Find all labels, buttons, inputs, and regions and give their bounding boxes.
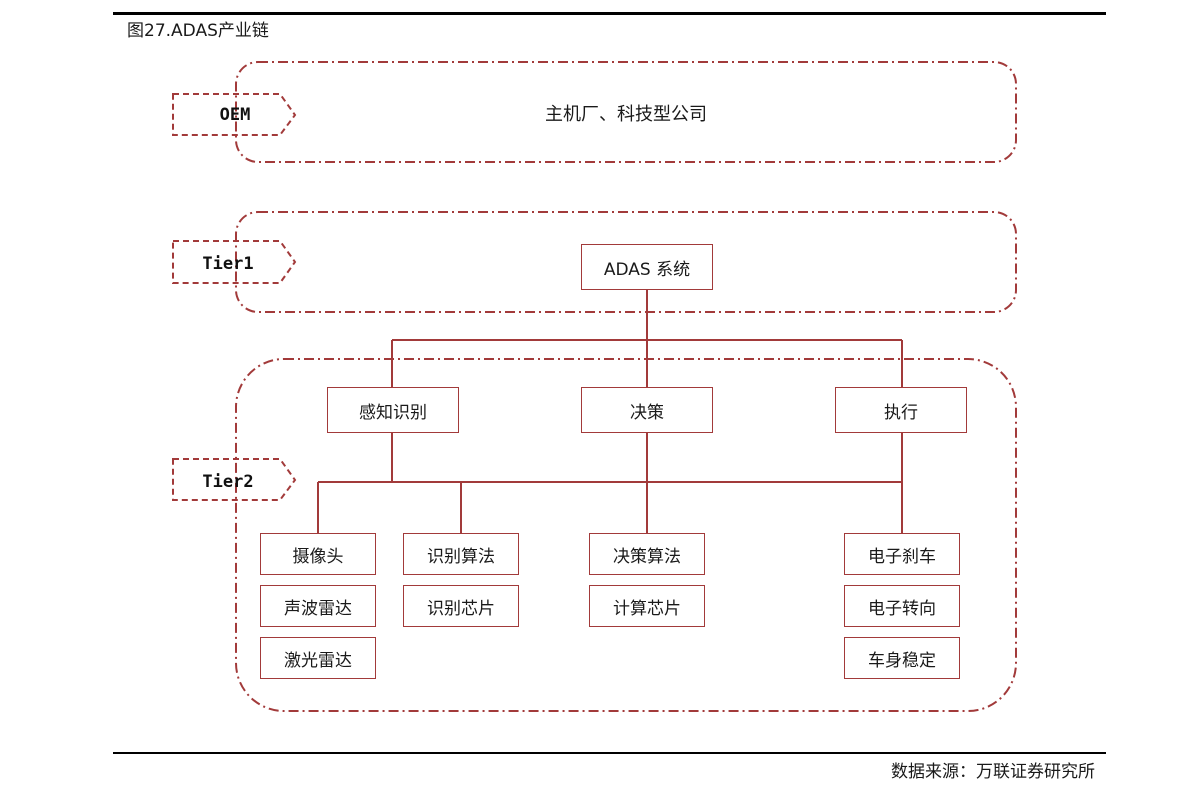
leaf-camera: 摄像头 xyxy=(260,533,376,575)
oem-description: 主机厂、科技型公司 xyxy=(545,104,707,125)
node-adas-system: ADAS 系统 xyxy=(581,244,713,290)
leaf-lidar: 激光雷达 xyxy=(260,637,376,679)
leaf-recognition-chip: 识别芯片 xyxy=(403,585,519,627)
figure-caption: 图27.ADAS产业链 xyxy=(127,21,269,41)
tier2-container xyxy=(235,358,1017,712)
leaf-electronic-brake: 电子刹车 xyxy=(844,533,960,575)
tier-label-tier1: Tier1 xyxy=(202,254,254,274)
leaf-body-stability: 车身稳定 xyxy=(844,637,960,679)
bottom-rule xyxy=(113,752,1106,754)
tier1-tag-shape xyxy=(172,240,297,284)
leaf-recognition-algorithm: 识别算法 xyxy=(403,533,519,575)
data-source: 数据来源：万联证券研究所 xyxy=(891,762,1095,782)
leaf-decision-algorithm: 决策算法 xyxy=(589,533,705,575)
tier-label-tier2: Tier2 xyxy=(202,472,254,492)
tier-label-oem: OEM xyxy=(219,105,251,125)
leaf-ultrasonic-radar: 声波雷达 xyxy=(260,585,376,627)
leaf-electronic-steering: 电子转向 xyxy=(844,585,960,627)
node-perception: 感知识别 xyxy=(327,387,459,433)
tier1-container xyxy=(235,211,1017,313)
tier2-tag-shape xyxy=(172,458,297,501)
oem-container xyxy=(235,61,1017,163)
leaf-compute-chip: 计算芯片 xyxy=(589,585,705,627)
node-decision: 决策 xyxy=(581,387,713,433)
oem-tag-shape xyxy=(172,93,297,136)
top-rule xyxy=(113,12,1106,15)
node-execution: 执行 xyxy=(835,387,967,433)
